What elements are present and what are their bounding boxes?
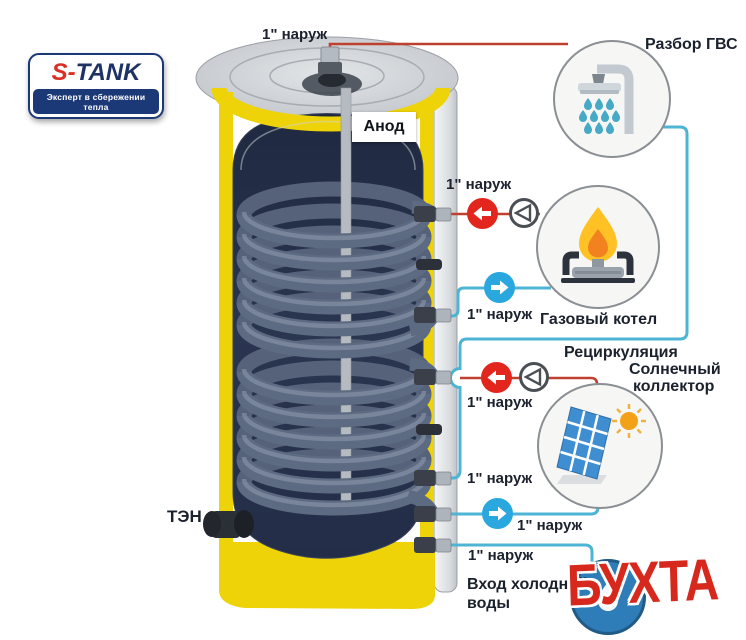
shower-icon: [578, 64, 634, 134]
anode-label-text: Анод: [363, 118, 405, 135]
sensor-stub: [416, 424, 442, 435]
solar-label-line1: Солнечный: [629, 361, 721, 378]
sun-icon: [612, 404, 646, 438]
solar-panel-icon: [556, 404, 646, 484]
recirculation-label: Рециркуляция: [564, 344, 678, 361]
flow-arrow-right-icon: [484, 272, 515, 303]
pump-icon: [509, 198, 539, 228]
heater-label: ТЭН: [167, 507, 202, 526]
stank-logo: S-TANK Эксперт в сбережении тепла: [28, 53, 164, 119]
cold-inlet-label-line1: Вход холодной: [467, 576, 588, 593]
logo-text-red: S-: [51, 59, 76, 86]
flow-arrow-right-icon: [482, 498, 513, 529]
cold-inlet-port-label: 1" наруж: [468, 547, 534, 564]
tank-dome-outline: [240, 120, 416, 171]
anode-label: Анод: [352, 112, 416, 142]
logo-tagline: Эксперт в сбережении тепла: [33, 89, 159, 114]
watermark-text: БУХТА: [566, 547, 720, 620]
water-drops: [579, 98, 620, 134]
boiler-return-label: 1" наруж: [467, 306, 533, 323]
gas-burner-icon: [561, 207, 635, 283]
flow-arrow-left-icon: [467, 198, 498, 229]
stank-logo-wordmark: S-TANK: [30, 55, 162, 89]
coil-upper-front: [236, 200, 440, 359]
dhw-node: [553, 40, 671, 158]
tank-fittings: [203, 46, 452, 553]
anode-rod: [302, 72, 362, 506]
top-port-label: 1" наруж: [262, 26, 328, 43]
water-drop-icon: [598, 582, 618, 611]
solar-return-label: 1" наруж: [517, 517, 583, 534]
cold-water-node: [570, 559, 646, 635]
gas-boiler-node: [536, 185, 660, 309]
recirculation-port-label: 1" наруж: [467, 470, 533, 487]
sensor-stub: [416, 259, 442, 270]
flow-arrow-left-icon: [481, 362, 512, 393]
cold-inlet-label-line2: воды: [467, 595, 511, 612]
tank-insulation-rim: [211, 87, 451, 132]
dhw-label: Разбор ГВС: [645, 36, 738, 53]
boiler-supply-label: 1" наруж: [446, 176, 512, 193]
logo-text-navy: TANK: [75, 59, 141, 86]
solar-collector-node: [537, 383, 663, 509]
solar-supply-label: 1" наруж: [467, 394, 533, 411]
gas-boiler-label: Газовый котел: [540, 311, 658, 328]
heater-fitting: [203, 510, 254, 538]
pump-icon: [519, 362, 549, 392]
solar-label-line2: коллектор: [633, 378, 715, 395]
